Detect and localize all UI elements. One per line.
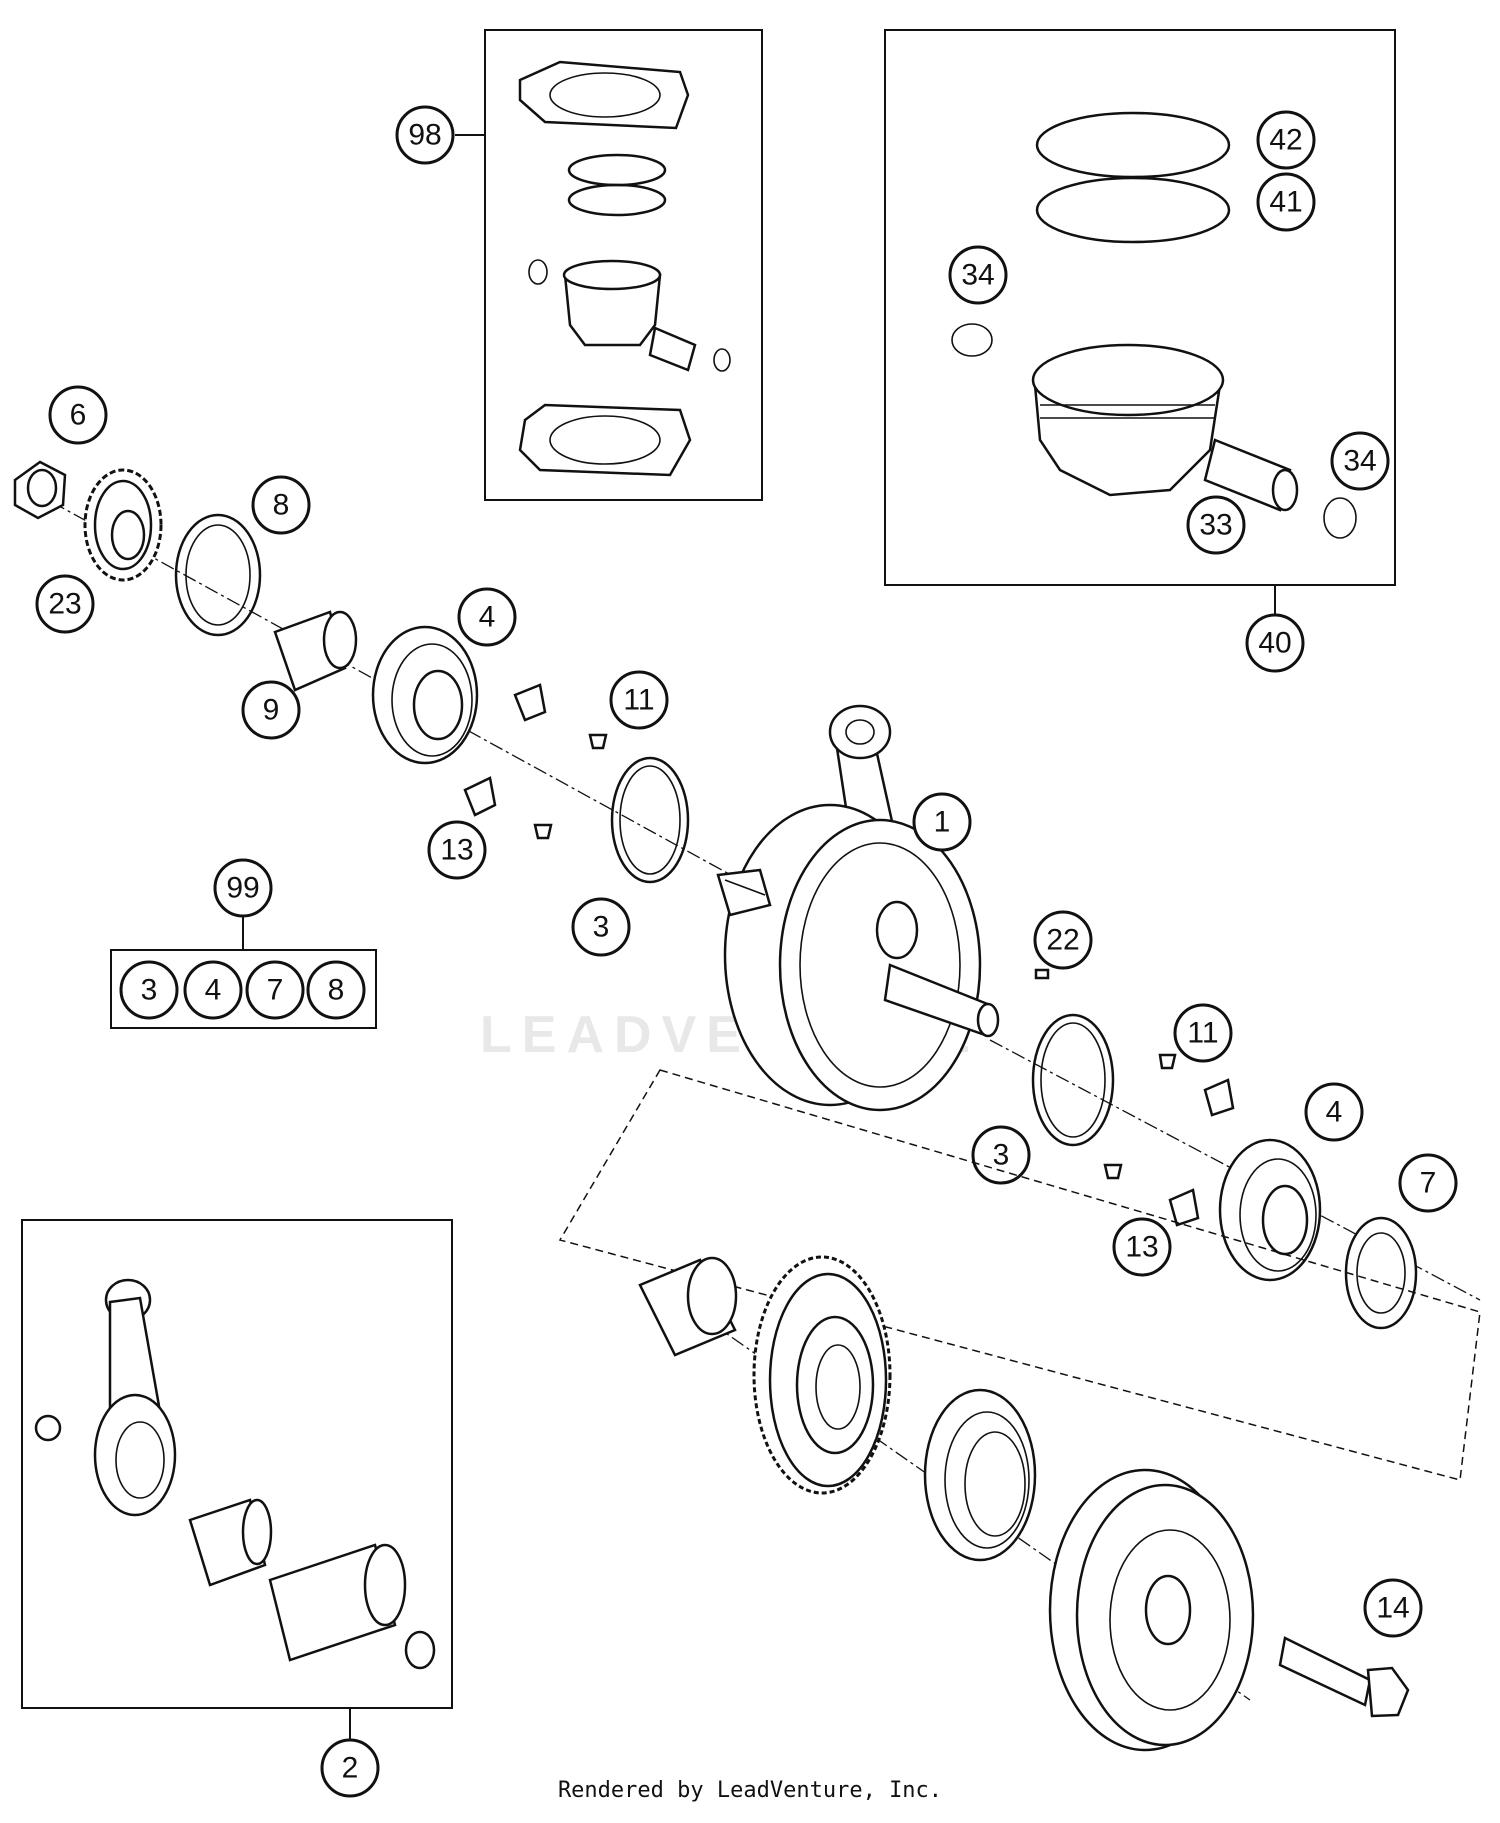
kit-99-item-4[interactable]: 4 — [183, 960, 243, 1020]
callout-34-top[interactable]: 34 — [948, 245, 1008, 305]
kit-2-box — [21, 1219, 453, 1740]
callout-98[interactable]: 98 — [395, 105, 455, 165]
washer-part — [513, 683, 547, 722]
callout-14[interactable]: 14 — [1363, 1578, 1423, 1638]
callout-11-left[interactable]: 11 — [609, 670, 669, 730]
callout-13-right[interactable]: 13 — [1112, 1217, 1172, 1277]
callout-42[interactable]: 42 — [1256, 110, 1316, 170]
callout-4-left[interactable]: 4 — [457, 587, 517, 647]
kit-99-item-3[interactable]: 3 — [119, 960, 179, 1020]
svg-text:98: 98 — [408, 119, 441, 152]
svg-text:40: 40 — [1258, 627, 1291, 660]
key-part — [1034, 968, 1050, 980]
footer-credit: Rendered by LeadVenture, Inc. — [557, 1778, 943, 1803]
svg-text:11: 11 — [1187, 1017, 1218, 1050]
shim-part-right — [1031, 1013, 1115, 1147]
callout-40[interactable]: 40 — [1245, 613, 1305, 673]
callout-11-right[interactable]: 11 — [1173, 1003, 1233, 1063]
svg-text:34: 34 — [961, 259, 994, 292]
washer-part — [1168, 1188, 1200, 1227]
callout-23[interactable]: 23 — [35, 574, 95, 634]
kit-99 — [110, 917, 377, 1029]
bearing-part-right — [1218, 1138, 1322, 1282]
svg-text:7: 7 — [267, 974, 284, 1007]
seal-part-right — [1344, 1216, 1418, 1330]
starter-clutch-group — [558, 1069, 1481, 1752]
callout-6[interactable]: 6 — [48, 385, 108, 445]
svg-text:13: 13 — [440, 834, 473, 867]
callout-7[interactable]: 7 — [1398, 1153, 1458, 1213]
svg-text:11: 11 — [623, 684, 654, 717]
kit-99-item-8[interactable]: 8 — [306, 960, 366, 1020]
svg-text:42: 42 — [1269, 124, 1302, 157]
kit-98-box — [455, 29, 763, 501]
svg-text:13: 13 — [1125, 1231, 1158, 1264]
callout-13-left[interactable]: 13 — [427, 820, 487, 880]
svg-text:2: 2 — [342, 1752, 359, 1785]
kit-99-item-7[interactable]: 7 — [245, 960, 305, 1020]
svg-text:3: 3 — [993, 1139, 1010, 1172]
callout-99[interactable]: 99 — [213, 858, 273, 918]
gear-part — [83, 468, 163, 582]
nut-part — [13, 460, 67, 520]
crankshaft-part — [716, 704, 1000, 1112]
svg-text:7: 7 — [1420, 1167, 1437, 1200]
svg-text:4: 4 — [1326, 1096, 1343, 1129]
callout-4-right[interactable]: 4 — [1304, 1082, 1364, 1142]
callout-22[interactable]: 22 — [1033, 910, 1093, 970]
washer-part — [1203, 1078, 1235, 1117]
washer-part — [463, 776, 497, 817]
seal-part — [174, 513, 262, 637]
svg-text:99: 99 — [226, 872, 259, 905]
kit-40-box — [884, 29, 1396, 615]
svg-text:9: 9 — [263, 694, 280, 727]
callout-1[interactable]: 1 — [912, 792, 972, 852]
svg-text:23: 23 — [48, 588, 81, 621]
screw-part — [588, 733, 608, 750]
callout-8[interactable]: 8 — [251, 475, 311, 535]
callout-9[interactable]: 9 — [241, 680, 301, 740]
svg-text:33: 33 — [1199, 509, 1232, 542]
svg-text:3: 3 — [141, 974, 158, 1007]
callout-3-right[interactable]: 3 — [971, 1125, 1031, 1185]
screw-part — [533, 823, 553, 840]
svg-text:3: 3 — [593, 911, 610, 944]
screw-part — [1103, 1163, 1123, 1180]
callout-3-left[interactable]: 3 — [571, 897, 631, 957]
svg-text:8: 8 — [328, 974, 345, 1007]
shim-part — [610, 756, 690, 884]
svg-text:22: 22 — [1046, 924, 1079, 957]
svg-text:6: 6 — [70, 399, 87, 432]
svg-text:14: 14 — [1376, 1592, 1409, 1625]
callout-33[interactable]: 33 — [1186, 495, 1246, 555]
screw-part — [1158, 1053, 1177, 1070]
svg-text:41: 41 — [1269, 186, 1302, 219]
svg-text:34: 34 — [1343, 445, 1376, 478]
bearing-part-left — [371, 625, 479, 765]
callout-2[interactable]: 2 — [320, 1738, 380, 1798]
bushing-part — [273, 610, 358, 692]
svg-text:4: 4 — [479, 601, 496, 634]
bolt-part — [1278, 1636, 1410, 1718]
svg-text:4: 4 — [205, 974, 222, 1007]
svg-text:8: 8 — [273, 489, 290, 522]
callout-34-right[interactable]: 34 — [1330, 431, 1390, 491]
svg-text:1: 1 — [934, 806, 951, 839]
callout-41[interactable]: 41 — [1256, 172, 1316, 232]
